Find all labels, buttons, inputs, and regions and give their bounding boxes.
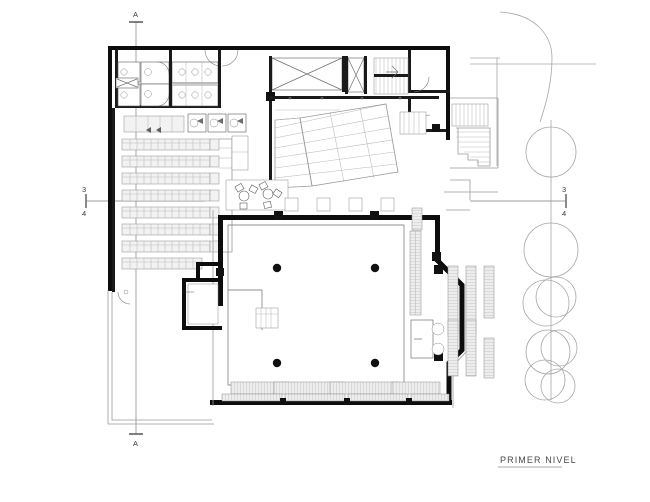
column — [370, 358, 380, 368]
lounge-tables — [225, 179, 289, 211]
landscape-trees — [470, 11, 596, 404]
seat-row — [121, 223, 220, 236]
building-envelope — [108, 46, 450, 292]
stair-switchback — [373, 57, 409, 95]
column — [370, 263, 380, 273]
seat-row — [121, 257, 203, 270]
seat-row — [121, 155, 220, 168]
section-label-3-right: 3 — [562, 185, 566, 194]
lounge-table — [258, 181, 283, 209]
terrace — [107, 289, 214, 425]
auditorium-seating — [121, 113, 247, 270]
tree-circle — [540, 368, 576, 404]
stair-exterior — [399, 103, 491, 167]
tree-circle — [525, 126, 577, 178]
column — [272, 263, 282, 273]
lounge-table — [234, 182, 259, 210]
service-desk — [410, 319, 445, 359]
seat-row — [121, 172, 220, 185]
right-corridor — [444, 97, 499, 211]
tree-circle — [524, 359, 566, 401]
section-label-4-left: 4 — [82, 209, 86, 218]
section-label-4-right: 4 — [562, 209, 566, 218]
page-title: PRIMER NIVEL — [500, 455, 577, 465]
section-marker-a-bottom: A — [129, 300, 143, 448]
section-label-3-left: 3 — [82, 185, 86, 194]
reading-stacks — [409, 207, 495, 379]
tree-circle — [523, 222, 579, 278]
seat-row — [121, 189, 220, 202]
drawing-title-block: PRIMER NIVEL — [498, 455, 577, 468]
lower-bleachers — [221, 381, 450, 405]
glazed-bay — [284, 197, 395, 212]
shaft-void — [269, 56, 367, 94]
tree-circle — [535, 276, 577, 318]
seat-row — [121, 206, 220, 219]
seat-row — [121, 138, 220, 151]
section-label-a-top: A — [133, 10, 138, 19]
section-marker-34-right: 3 4 — [470, 185, 567, 218]
service-core — [182, 258, 279, 330]
section-label-a-bottom: A — [133, 439, 138, 448]
tree-circle — [525, 329, 571, 375]
restroom-block — [115, 49, 239, 108]
seat-row — [121, 240, 220, 253]
column — [272, 358, 282, 368]
